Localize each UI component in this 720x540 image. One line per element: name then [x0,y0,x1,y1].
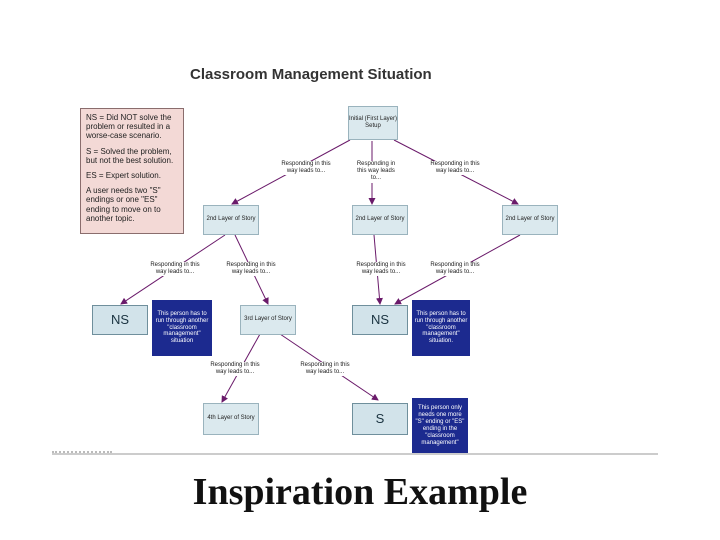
slide-title: Inspiration Example [192,471,528,513]
edge-label-right-ns: Responding in this way leads to... [426,262,484,277]
node-layer2-right: 2nd Layer of Story [502,205,558,235]
legend-progress-rule: A user needs two "S" endings or one "ES"… [86,186,161,223]
edge-label-left-ns: Responding in this way leads to... [146,262,204,277]
note-ns-right: This person has to run through another "… [412,300,470,356]
edge-label-initial-center: Responding in this way leads to... [352,161,400,183]
outcome-ns-left: NS [92,305,148,335]
outcome-s-bottom: S [352,403,408,435]
legend-ns-definition: NS = Did NOT solve the problem or result… [86,113,172,141]
bottom-dotted-mark [52,451,112,453]
edge-label-layer3-layer4: Responding in this way leads to... [206,362,264,377]
edge-label-initial-right: Responding in this way leads to... [426,161,484,176]
legend-es-definition: ES = Expert solution. [86,170,161,180]
legend-s-definition: S = Solved the problem, but not the best… [86,146,174,165]
edge-label-left-layer3: Responding in this way leads to... [222,262,280,277]
bottom-divider [52,453,658,455]
note-ns-left: This person has to run through another "… [152,300,212,356]
note-s-bottom: This person only needs one more "S" endi… [412,398,468,454]
outcome-ns-right: NS [352,305,408,335]
node-initial-setup: Initial (First Layer) Setup [348,106,398,140]
legend-box: NS = Did NOT solve the problem or result… [80,108,184,234]
node-layer4: 4th Layer of Story [203,403,259,435]
node-layer3: 3rd Layer of Story [240,305,296,335]
node-layer2-center: 2nd Layer of Story [352,205,408,235]
diagram-title: Classroom Management Situation [190,66,432,83]
node-layer2-left: 2nd Layer of Story [203,205,259,235]
edge-label-center-ns: Responding in this way leads to... [352,262,410,277]
edge-label-layer3-s: Responding in this way leads to... [296,362,354,377]
edge-label-initial-left: Responding in this way leads to... [276,161,336,176]
